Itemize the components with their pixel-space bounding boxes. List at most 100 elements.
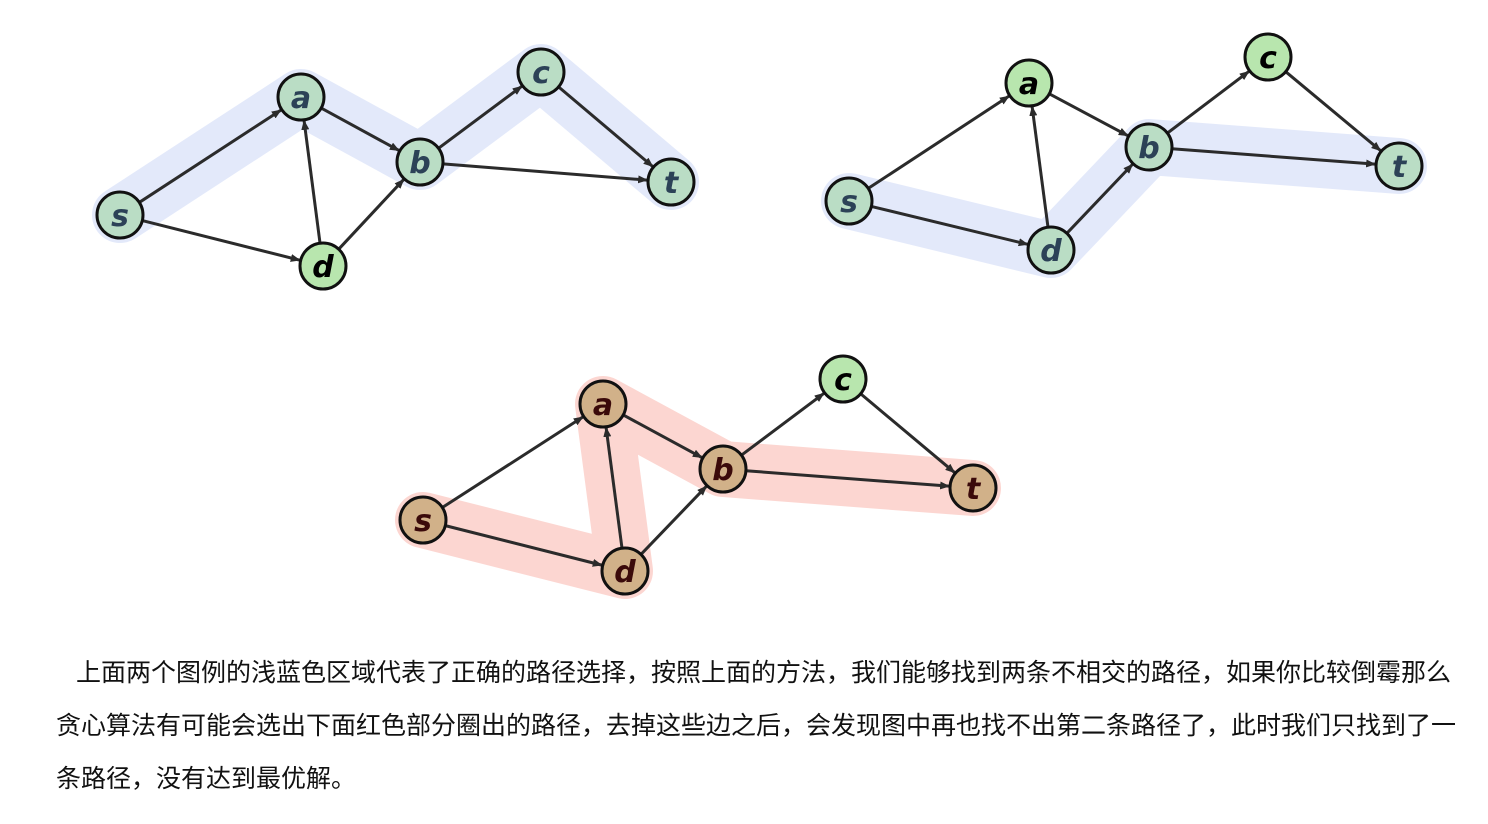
node-t: t	[948, 463, 998, 513]
node-label: d	[312, 250, 334, 285]
graph-bottom: s a b c t d	[395, 354, 1001, 599]
node-highlight-tint	[603, 549, 647, 593]
node-highlight-tint	[398, 140, 442, 184]
node-label: t	[1392, 150, 1408, 185]
node-label: s	[840, 185, 858, 220]
node-circle	[646, 157, 696, 207]
node-label: t	[664, 166, 680, 201]
highlight-path-band	[821, 119, 1427, 278]
node-circle	[578, 379, 628, 429]
node-circle	[398, 495, 448, 545]
edge-c-t	[1284, 70, 1382, 152]
node-circle	[1374, 141, 1424, 191]
node-label: c	[532, 56, 550, 91]
node-b: b	[698, 444, 748, 494]
edge-a-b	[1048, 92, 1129, 138]
edge-s-a	[441, 415, 584, 509]
node-highlight-tint	[519, 50, 563, 94]
caption-paragraph: 上面两个图例的浅蓝色区域代表了正确的路径选择，按照上面的方法，我们能够找到两条不…	[56, 658, 1457, 793]
node-c: c	[516, 47, 566, 97]
edge-c-t	[859, 392, 956, 474]
node-d: d	[298, 241, 348, 291]
node-highlight-tint	[827, 179, 871, 223]
node-circle	[516, 47, 566, 97]
edge-s-d	[141, 219, 301, 262]
graph-top-right: s a b c t d	[821, 32, 1427, 278]
node-s: s	[398, 495, 448, 545]
edge-s-a	[138, 108, 282, 204]
node-highlight-tint	[649, 160, 693, 204]
edge-s-a	[867, 94, 1010, 190]
node-b: b	[1124, 122, 1174, 172]
node-highlight-tint	[1029, 228, 1073, 272]
network-flow-diagram: s a b c t d s a b c t d s a b c t d	[92, 32, 1427, 599]
node-label: a	[291, 81, 311, 116]
node-label: a	[593, 388, 613, 423]
node-circle	[600, 546, 650, 596]
edge-d-b	[1065, 163, 1134, 235]
edge-a-b	[320, 106, 400, 152]
edge-b-t	[442, 162, 649, 184]
node-highlight-tint	[279, 75, 323, 119]
node-label: b	[409, 146, 430, 181]
node-label: c	[1259, 41, 1277, 76]
edge-b-t	[745, 469, 951, 490]
edge-b-c	[1166, 70, 1250, 135]
node-circle	[824, 176, 874, 226]
node-highlight-tint	[401, 498, 445, 542]
node-d: d	[1026, 225, 1076, 275]
edge-b-t	[1171, 147, 1377, 168]
node-highlight-tint	[98, 193, 142, 237]
node-circle	[948, 463, 998, 513]
edge-s-d	[870, 204, 1029, 247]
node-circle	[298, 241, 348, 291]
node-highlight-tint	[1127, 125, 1171, 169]
caption: 上面两个图例的浅蓝色区域代表了正确的路径选择，按照上面的方法，我们能够找到两条不…	[56, 646, 1466, 805]
node-label: s	[414, 504, 432, 539]
node-s: s	[824, 176, 874, 226]
node-label: t	[966, 472, 982, 507]
node-circle	[276, 72, 326, 122]
node-circle	[1026, 225, 1076, 275]
node-label: d	[1040, 234, 1062, 269]
node-c: c	[818, 354, 868, 404]
edge-d-b	[639, 485, 708, 556]
node-b: b	[395, 137, 445, 187]
node-highlight-tint	[1377, 144, 1421, 188]
node-highlight-tint	[701, 447, 745, 491]
highlight-path-band	[395, 376, 1001, 599]
node-s: s	[95, 190, 145, 240]
highlight-path-band	[92, 44, 699, 243]
edge-d-a	[603, 426, 624, 549]
node-circle	[95, 190, 145, 240]
edge-b-c	[437, 85, 523, 150]
edge-c-t	[557, 85, 654, 168]
node-circle	[698, 444, 748, 494]
node-highlight-tint	[951, 466, 995, 510]
node-circle	[1124, 122, 1174, 172]
node-highlight-tint	[581, 382, 625, 426]
edge-d-b	[337, 178, 405, 251]
node-circle	[395, 137, 445, 187]
node-label: b	[712, 453, 733, 488]
node-t: t	[1374, 141, 1424, 191]
node-label: s	[111, 199, 129, 234]
node-label: a	[1019, 67, 1039, 102]
node-circle	[1243, 32, 1293, 82]
node-t: t	[646, 157, 696, 207]
node-circle	[818, 354, 868, 404]
edge-d-a	[1029, 105, 1050, 228]
node-d: d	[600, 546, 650, 596]
node-a: a	[276, 72, 326, 122]
edge-s-d	[444, 524, 603, 567]
node-circle	[1004, 58, 1054, 108]
node-a: a	[1004, 58, 1054, 108]
edge-d-a	[301, 119, 322, 244]
edge-b-c	[740, 392, 825, 457]
node-label: d	[614, 555, 636, 590]
node-a: a	[578, 379, 628, 429]
node-c: c	[1243, 32, 1293, 82]
graph-top-left: s a b c t d	[92, 44, 699, 291]
node-label: c	[834, 363, 852, 398]
edge-a-b	[622, 413, 703, 459]
